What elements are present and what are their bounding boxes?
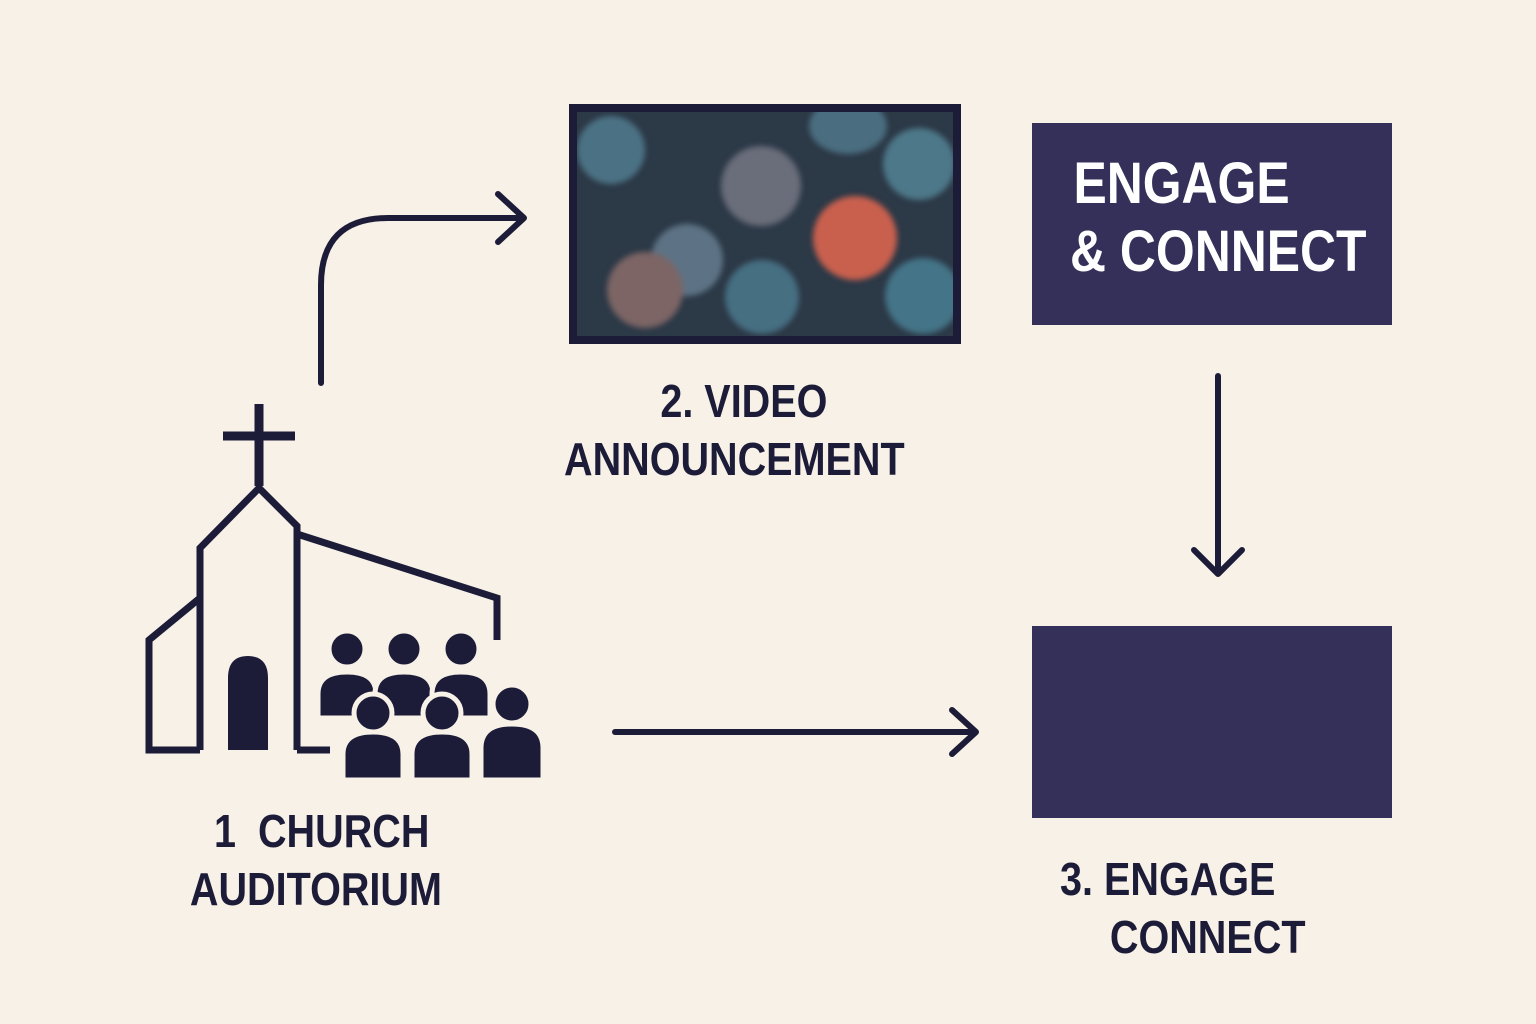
congregation-icon (315, 628, 546, 783)
bokeh-light (883, 128, 953, 200)
step1-line2: AUDITORIUM (189, 863, 442, 915)
bokeh-light (721, 146, 801, 226)
church-icon (145, 404, 501, 754)
step1-label: 1 CHURCH AUDITORIUM (190, 802, 442, 918)
bokeh-light (813, 196, 897, 280)
bokeh-light (809, 112, 887, 154)
engage-box-line1: ENGAGE (1073, 151, 1290, 216)
engage-box-line2: & CONNECT (1070, 219, 1367, 284)
engage-connect-box: ENGAGE & CONNECT (1032, 123, 1392, 325)
bokeh-light (607, 252, 683, 328)
arrow-right-icon (612, 707, 979, 757)
step2-label: 2. VIDEO ANNOUNCEMENT (564, 372, 905, 488)
curved-arrow-up-right-icon (318, 191, 527, 386)
bokeh-light (577, 116, 645, 184)
step2-line1: 2. VIDEO (660, 375, 828, 427)
video-screen-icon (569, 104, 961, 344)
step2-line2: ANNOUNCEMENT (564, 433, 905, 485)
step1-line1: 1 CHURCH (214, 805, 430, 857)
step3-box (1032, 626, 1392, 818)
church-with-congregation-icon (145, 404, 546, 783)
church-door (228, 656, 268, 750)
arrow-down-icon (1191, 373, 1245, 577)
engage-box-text: ENGAGE & CONNECT (1070, 150, 1367, 286)
step3-line1: 3. ENGAGE (1060, 853, 1276, 905)
bokeh-light (885, 258, 953, 334)
bokeh-light (725, 260, 799, 334)
step3-label: 3. ENGAGE CONNECT (1060, 850, 1305, 966)
step3-line2: CONNECT (1109, 911, 1306, 963)
